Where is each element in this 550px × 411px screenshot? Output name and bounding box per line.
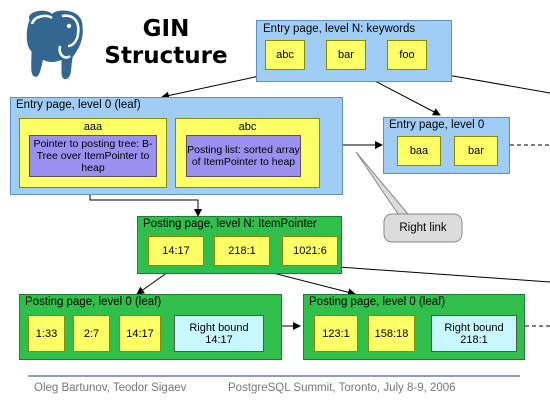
footer-authors: Oleg Bartunov, Teodor Sigaev — [34, 382, 187, 394]
posting-page-level-n: Posting page, level N: ItemPointer 14:17… — [137, 216, 342, 274]
entry-page-level-n: Entry page, level N: keywords abc bar fo… — [256, 20, 452, 82]
right-bound-1417: Right bound 14:17 — [174, 315, 264, 352]
posting-list: Posting list: sorted array of ItemPointe… — [186, 135, 301, 177]
right-bound-2181: Right bound 218:1 — [431, 315, 517, 352]
posting-leaf-left-header: Posting page, level 0 (leaf) — [25, 296, 162, 308]
entry-page-level-0-header: Entry page, level 0 — [389, 119, 485, 131]
posting-key-2181: 218:1 — [214, 236, 270, 266]
entry-leaf-header: Entry page, level 0 (leaf) — [16, 99, 141, 111]
entry-item-aaa: aaa Pointer to posting tree: B-Tree over… — [19, 118, 167, 188]
posting-page-level-0-leaf-right: Posting page, level 0 (leaf) 123:1 158:1… — [303, 294, 525, 360]
key-baa: baa — [397, 136, 441, 166]
posting-page-level-n-header: Posting page, level N: ItemPointer — [143, 218, 317, 230]
key-bar: bar — [326, 40, 366, 70]
key-abc: abc — [265, 40, 305, 70]
key-foo: foo — [387, 40, 427, 70]
right-link-callout — [355, 151, 463, 243]
posting-tree-pointer: Pointer to posting tree: B-Tree over Ite… — [29, 135, 157, 177]
entry-item-aaa-key: aaa — [83, 121, 103, 133]
entry-item-abc: abc Posting list: sorted array of ItemPo… — [175, 118, 320, 188]
posting-leaf-key-27: 2:7 — [73, 315, 110, 352]
title-line-structure: Structure — [104, 43, 228, 69]
posting-key-1417: 14:17 — [148, 236, 204, 266]
entry-page-level-n-header: Entry page, level N: keywords — [263, 23, 416, 35]
entry-item-abc-key: abc — [238, 121, 257, 133]
posting-leaf-right-header: Posting page, level 0 (leaf) — [309, 296, 446, 308]
slide-title: GIN Structure — [100, 16, 232, 70]
title-line-gin: GIN — [142, 16, 190, 42]
posting-leaf-key-1417: 14:17 — [119, 315, 161, 352]
line-10216-offscreen — [309, 264, 550, 283]
right-link-label: Right link — [399, 222, 447, 234]
footer-event: PostgreSQL Summit, Toronto, July 8-9, 20… — [228, 382, 456, 394]
postgresql-elephant-logo — [23, 7, 86, 83]
posting-key-10216: 1021:6 — [282, 236, 338, 266]
posting-leaf-key-15818: 158:18 — [368, 315, 415, 352]
posting-leaf-key-1231: 123:1 — [314, 315, 358, 352]
key-bar-leaf: bar — [454, 136, 498, 166]
entry-page-level-0: Entry page, level 0 baa bar — [383, 117, 510, 174]
posting-page-level-0-leaf-left: Posting page, level 0 (leaf) 1:33 2:7 14… — [19, 294, 282, 360]
posting-leaf-key-133: 1:33 — [28, 315, 65, 352]
entry-page-level-0-leaf: Entry page, level 0 (leaf) aaa Pointer t… — [10, 97, 343, 195]
